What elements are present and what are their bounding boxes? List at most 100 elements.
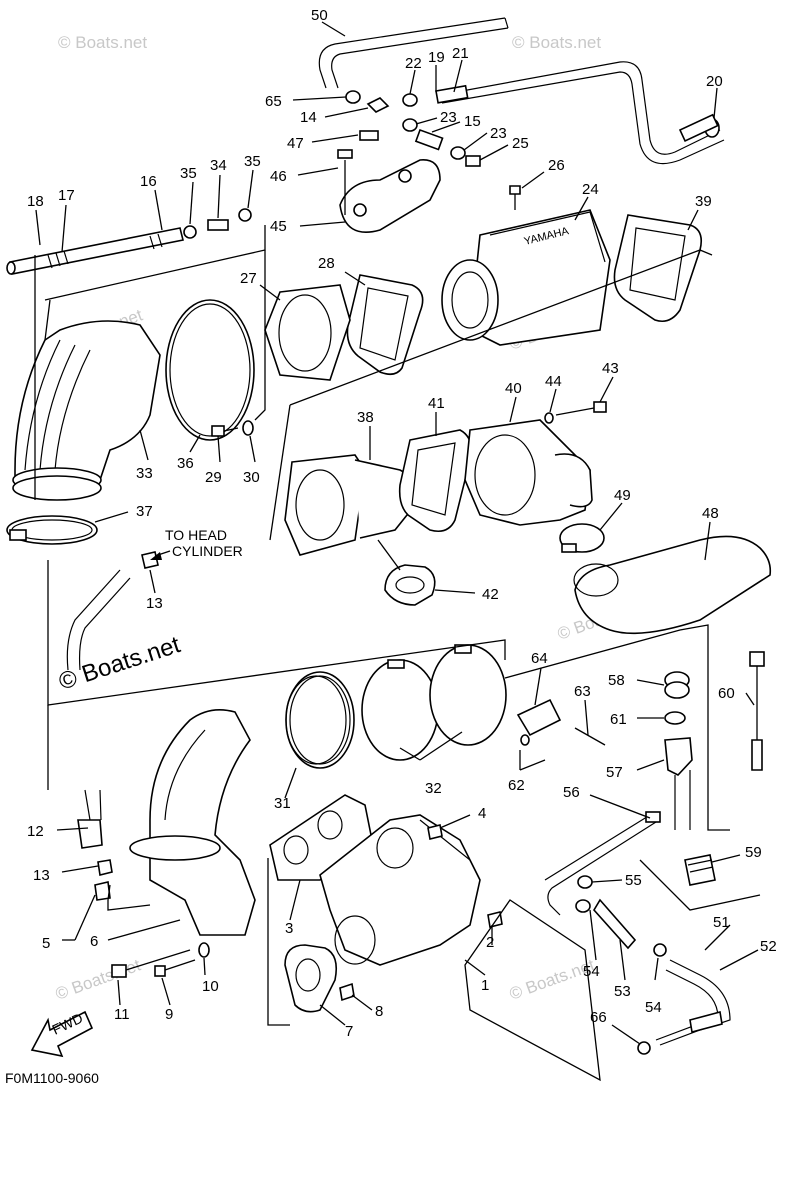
- callout-35: 35: [180, 165, 197, 182]
- callout-38: 38: [357, 409, 374, 426]
- to-head-note: TO HEAD CYLINDER: [150, 527, 243, 560]
- callout-66: 66: [590, 1009, 607, 1026]
- callout-28: 28: [318, 255, 335, 272]
- callout-6: 6: [90, 933, 98, 950]
- callout-23: 23: [440, 109, 457, 126]
- part-42: [384, 564, 436, 606]
- callout-64: 64: [531, 650, 548, 667]
- clamp-49: [559, 523, 605, 553]
- gasket-7: [284, 944, 338, 1013]
- fitting-60: [749, 651, 765, 771]
- callout-numbers: 50 22 19 21 20 65 14 23 15 47 23 25 26 4…: [27, 7, 777, 1040]
- ring-36: [165, 299, 255, 441]
- callout-54: 54: [645, 999, 662, 1016]
- gasket-28: [346, 274, 424, 376]
- callout-33: 33: [136, 465, 153, 482]
- callout-2: 2: [486, 934, 494, 951]
- hose-12: [66, 569, 131, 849]
- callout-8: 8: [375, 1003, 383, 1020]
- callout-30: 30: [243, 469, 260, 486]
- bracket-45: [337, 149, 441, 233]
- fwd-arrow-icon: FWD: [30, 1010, 94, 1058]
- callout-12: 12: [27, 823, 44, 840]
- callout-37: 37: [136, 503, 153, 520]
- callout-34: 34: [210, 157, 227, 174]
- callout-27: 27: [240, 270, 257, 287]
- group-lines: [34, 225, 761, 1082]
- callout-13: 13: [146, 595, 163, 612]
- callout-5: 5: [42, 935, 50, 952]
- callout-65: 65: [265, 93, 282, 110]
- hose-50: [318, 17, 509, 89]
- callout-50: 50: [311, 7, 328, 24]
- watermark-main: © Boats.net: [56, 631, 184, 696]
- callout-15: 15: [464, 113, 481, 130]
- manifold-1: [319, 814, 481, 966]
- callout-43: 43: [602, 360, 619, 377]
- watermark: © Boats.net: [58, 33, 147, 52]
- hose-51-52: [637, 959, 731, 1055]
- callout-57: 57: [606, 764, 623, 781]
- callout-9: 9: [165, 1006, 173, 1023]
- callout-56: 56: [563, 784, 580, 801]
- flange-27: [264, 284, 351, 381]
- gasket-39: [613, 214, 703, 323]
- bolt-43: [544, 401, 607, 424]
- callout-54: 54: [583, 963, 600, 980]
- callout-45: 45: [270, 218, 287, 235]
- watermark: © Boats.net: [53, 955, 143, 1003]
- clamp-20: [678, 113, 720, 142]
- callout-49: 49: [614, 487, 631, 504]
- callout-13: 13: [33, 867, 50, 884]
- pipe-21: [435, 61, 725, 165]
- fitting-58: [664, 671, 693, 830]
- callout-21: 21: [452, 45, 469, 62]
- watermark: © Boats.net: [512, 33, 601, 52]
- callout-10: 10: [202, 978, 219, 995]
- callout-62: 62: [508, 777, 525, 794]
- rings-31-32: [285, 644, 507, 769]
- housing-40: [464, 419, 593, 526]
- callout-14: 14: [300, 109, 317, 126]
- callout-40: 40: [505, 380, 522, 397]
- callout-44: 44: [545, 373, 562, 390]
- callout-63: 63: [574, 683, 591, 700]
- callout-4: 4: [478, 805, 486, 822]
- bolts-lower: [94, 824, 503, 1002]
- clamp-37: [6, 515, 98, 545]
- callout-18: 18: [27, 193, 44, 210]
- callout-7: 7: [345, 1023, 353, 1040]
- callout-58: 58: [608, 672, 625, 689]
- fitting-55: [575, 875, 667, 957]
- small-fittings-top: [345, 90, 521, 210]
- joint-38: [284, 454, 417, 556]
- fitting-59: [684, 854, 716, 886]
- pipe-16-17: [6, 208, 252, 275]
- muffler-24: YAMAHA: [441, 209, 611, 346]
- callout-25: 25: [512, 135, 529, 152]
- bracket-64: [516, 698, 606, 746]
- callout-53: 53: [614, 983, 631, 1000]
- callout-46: 46: [270, 168, 287, 185]
- cylinder-label: CYLINDER: [172, 543, 243, 559]
- callout-17: 17: [58, 187, 75, 204]
- callout-19: 19: [428, 49, 445, 66]
- callout-11: 11: [114, 1006, 130, 1023]
- bolt-29: [211, 420, 254, 437]
- callout-29: 29: [205, 469, 222, 486]
- callout-48: 48: [702, 505, 719, 522]
- callout-1: 1: [481, 977, 489, 994]
- elbow-6: [129, 709, 256, 936]
- callout-31: 31: [274, 795, 291, 812]
- callout-55: 55: [625, 872, 642, 889]
- callout-61: 61: [610, 711, 627, 728]
- callout-26: 26: [548, 157, 565, 174]
- callout-3: 3: [285, 920, 293, 937]
- to-head-label: TO HEAD: [165, 527, 227, 543]
- callout-20: 20: [706, 73, 723, 90]
- callout-60: 60: [718, 685, 735, 702]
- hose-48: [573, 535, 772, 635]
- callout-24: 24: [582, 181, 599, 198]
- callout-32: 32: [425, 780, 442, 797]
